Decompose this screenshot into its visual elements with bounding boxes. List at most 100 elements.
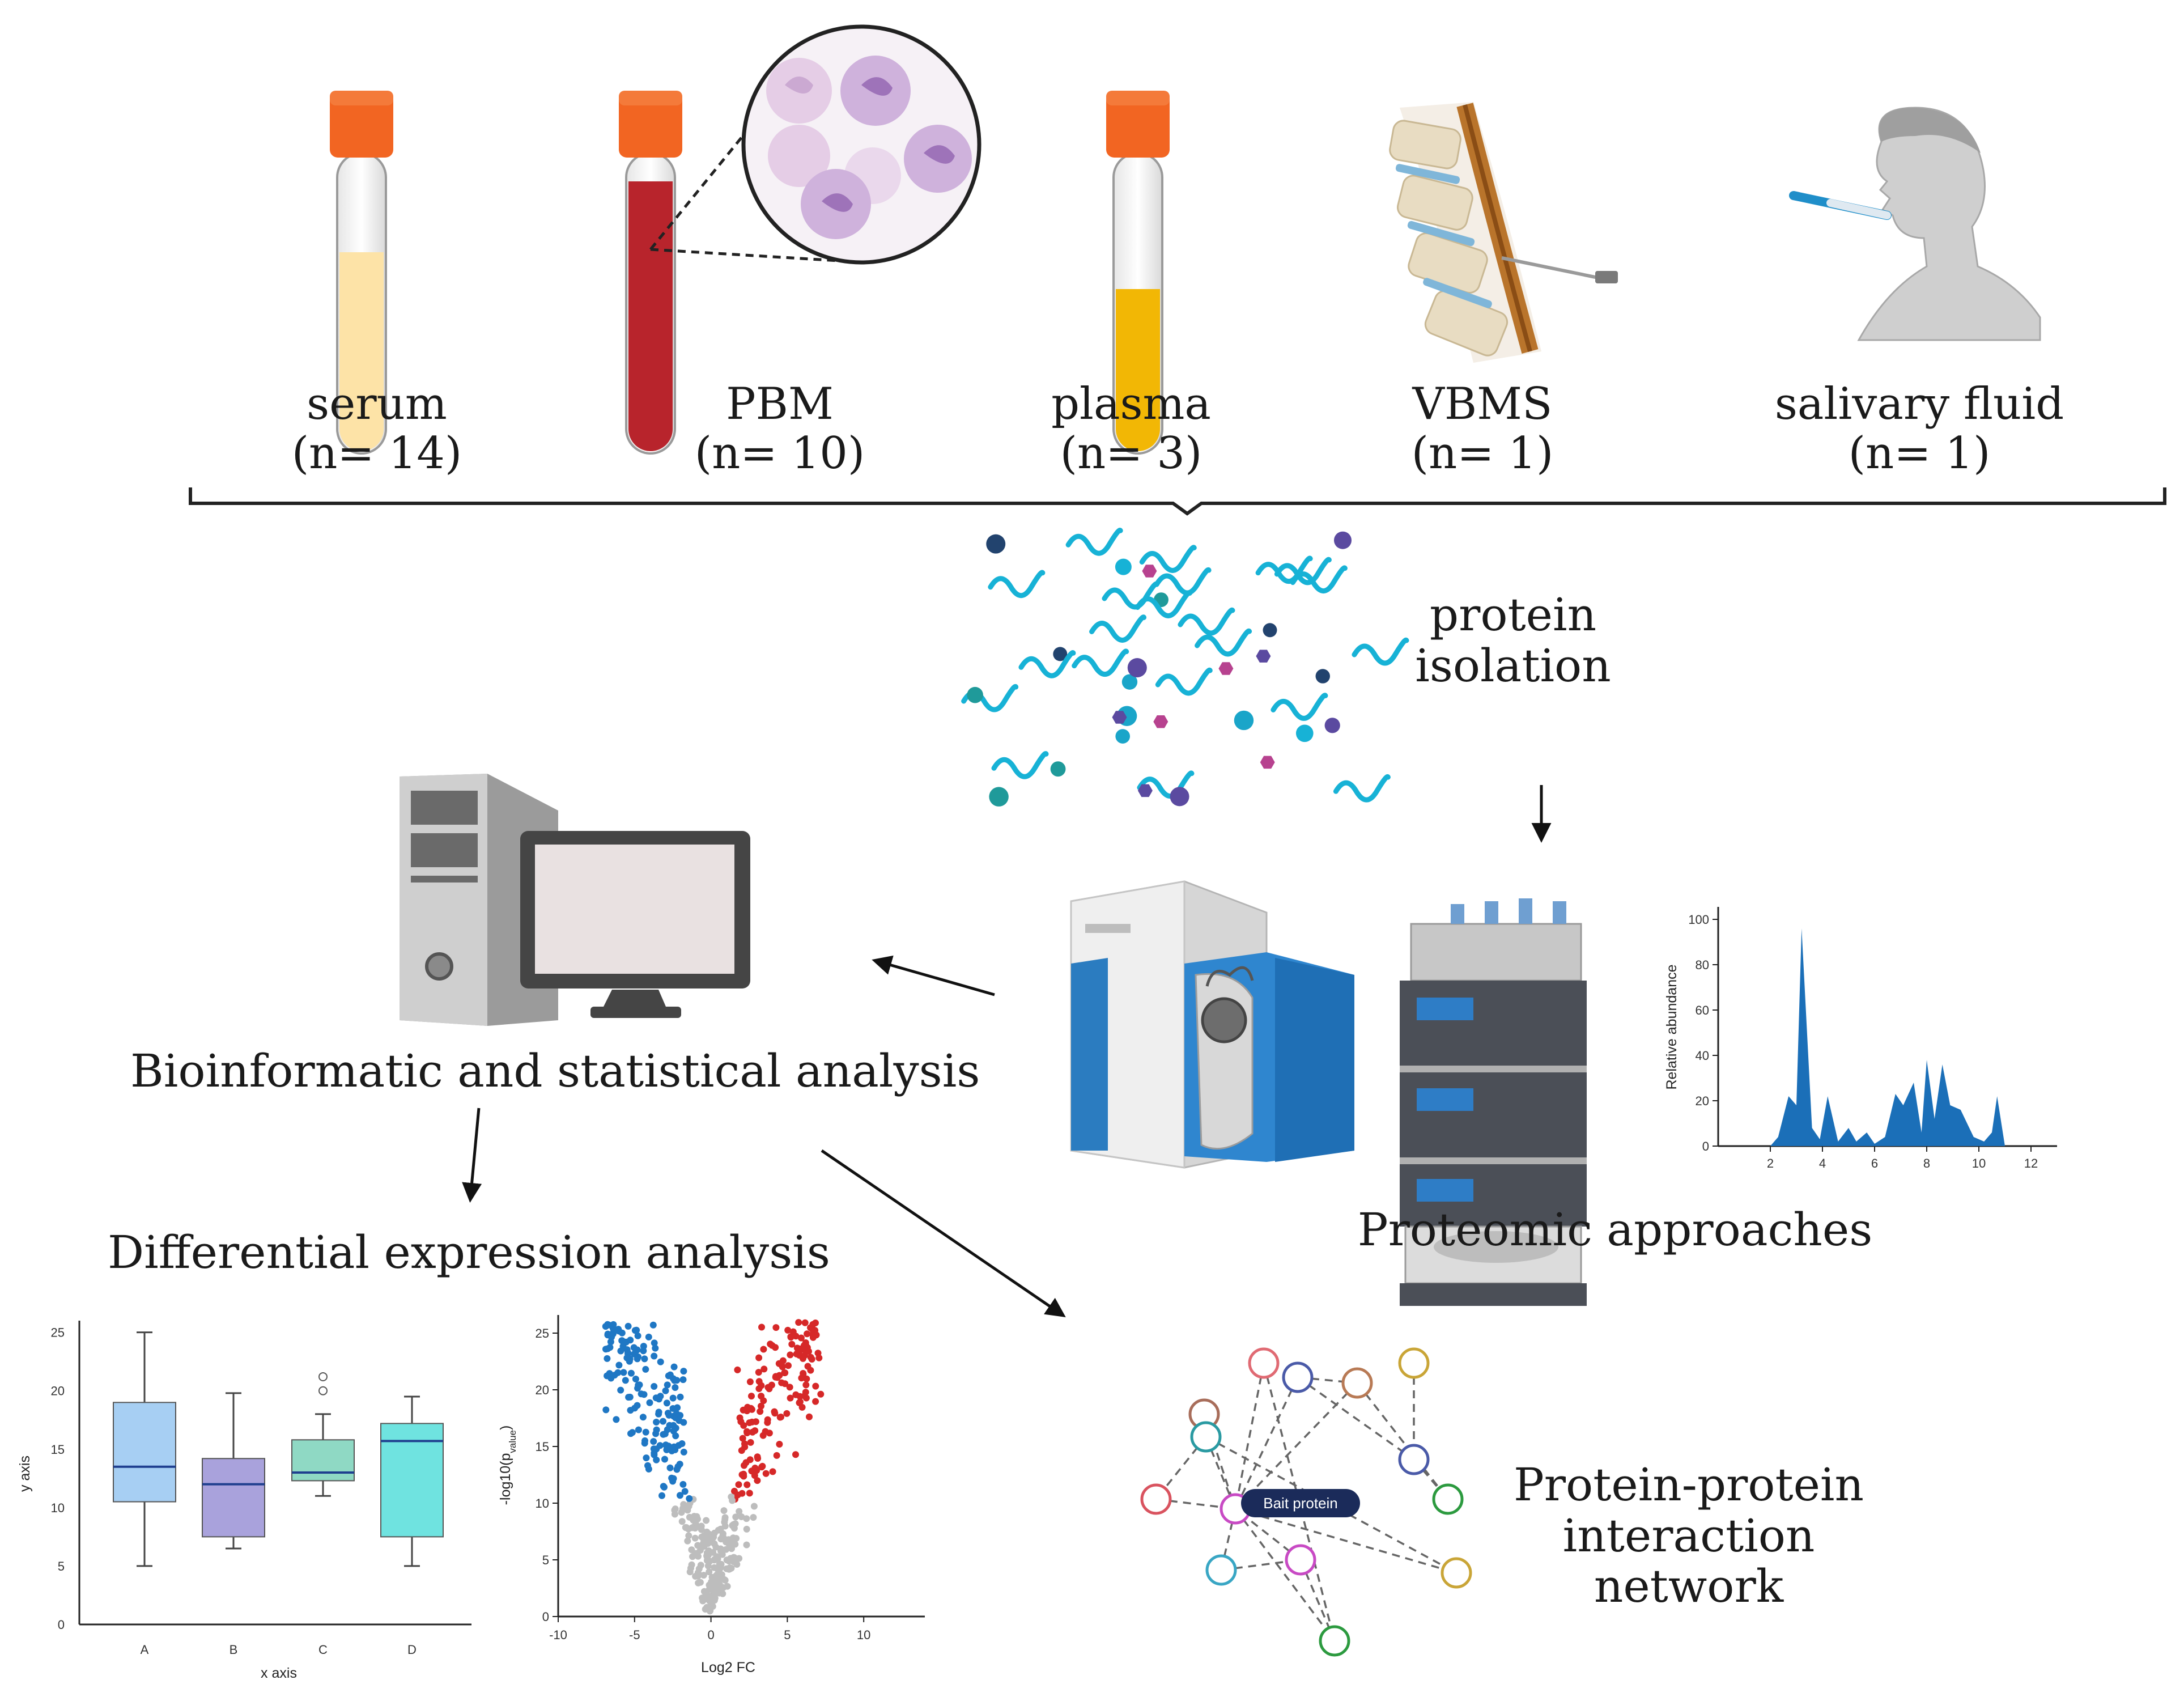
volcano-point (604, 1372, 611, 1380)
volcano-point (747, 1439, 754, 1446)
volcano-point (684, 1537, 691, 1545)
protein-globule-icon (1115, 558, 1132, 575)
saliva-collection-head-icon (1789, 107, 2041, 341)
volcano-point (689, 1553, 696, 1560)
step-text: Protein-protein (1513, 1458, 1864, 1511)
ppi-edge (1235, 1508, 1457, 1574)
volcano-point (706, 1534, 713, 1541)
volcano-point (718, 1571, 725, 1579)
source-salivary-fluid: salivary fluid (n= 1) (1761, 379, 2078, 479)
ppi-node (1285, 1544, 1316, 1576)
ppi-edge (1356, 1382, 1449, 1500)
volcano-point (788, 1340, 796, 1348)
volcano-point (686, 1495, 693, 1502)
protein-globule-icon (1333, 531, 1352, 549)
protein-complex-icon (1260, 756, 1275, 769)
volcano-point (645, 1465, 652, 1473)
volcano-point (635, 1381, 642, 1389)
volcano-point (751, 1427, 759, 1435)
box-outlier (318, 1386, 328, 1395)
source-count: (n= 10) (694, 428, 865, 480)
volcano-point (739, 1435, 746, 1442)
volcano-point (760, 1365, 768, 1373)
volcano-point (662, 1387, 669, 1394)
volcano-point (651, 1339, 658, 1347)
ppi-node (1205, 1554, 1237, 1586)
volcano-point (762, 1470, 770, 1477)
volcano-point (724, 1583, 731, 1590)
volcano-point (698, 1533, 706, 1541)
protein-globule-icon (986, 534, 1006, 554)
protein-globule-icon (989, 787, 1009, 807)
protein-globule-icon (1234, 710, 1254, 731)
volcano-point (602, 1406, 610, 1414)
volcano-point (750, 1503, 758, 1510)
volcano-y-tick-label: 10 (536, 1496, 549, 1511)
volcano-point (609, 1325, 617, 1332)
volcano-point (700, 1588, 708, 1595)
volcano-point (679, 1480, 687, 1488)
box-y-label: y axis (17, 1456, 33, 1492)
ppi-edge (1234, 1377, 1299, 1509)
step-ppi-network: Protein-protein interaction network (1473, 1460, 1904, 1612)
chrom-y-tick-label: 80 (1696, 958, 1709, 972)
volcano-point (653, 1426, 660, 1433)
volcano-point (738, 1447, 745, 1454)
volcano-point (634, 1355, 641, 1363)
volcano-point (778, 1361, 785, 1369)
volcano-point (743, 1525, 750, 1533)
step-proteomic-approaches: Proteomic approaches (1357, 1203, 1873, 1256)
volcano-point (611, 1372, 618, 1379)
volcano-point (734, 1366, 741, 1373)
volcano-point (716, 1581, 723, 1588)
volcano-point (617, 1386, 624, 1394)
volcano-point (767, 1340, 774, 1348)
volcano-point (781, 1369, 789, 1376)
volcano-point (669, 1405, 677, 1412)
volcano-point (698, 1526, 705, 1533)
volcano-point (643, 1454, 650, 1462)
protein-globule-icon (1324, 718, 1340, 733)
protein-globule-icon (1295, 724, 1314, 743)
volcano-point (769, 1468, 776, 1475)
volcano-point (661, 1483, 668, 1491)
protein-complex-icon (1142, 565, 1157, 578)
volcano-point (653, 1445, 660, 1453)
protein-chain-icon (991, 751, 1049, 779)
volcano-point (741, 1462, 747, 1469)
box-y-tick-label: 0 (58, 1618, 65, 1632)
bait-protein-node (1241, 1489, 1360, 1517)
volcano-point (801, 1319, 809, 1326)
protein-globule-icon (1263, 623, 1277, 638)
volcano-point (727, 1543, 734, 1551)
volcano-point (776, 1441, 783, 1448)
volcano-y-label: -log10(pvalue) (498, 1426, 518, 1505)
volcano-point (607, 1331, 615, 1338)
volcano-point (632, 1376, 639, 1382)
volcano-point (628, 1429, 636, 1436)
volcano-point (641, 1437, 648, 1444)
volcano-point (711, 1529, 718, 1537)
volcano-point (673, 1377, 681, 1384)
step-text: protein (1429, 588, 1597, 641)
protein-chain-icon (1018, 650, 1076, 678)
volcano-point (804, 1330, 811, 1338)
volcano-point (618, 1329, 626, 1337)
volcano-point (652, 1344, 659, 1352)
volcano-point (760, 1397, 767, 1405)
protein-chain-icon (1139, 545, 1197, 573)
volcano-point (618, 1337, 626, 1344)
protein-globule-icon (1121, 674, 1138, 690)
box-body (202, 1458, 265, 1538)
volcano-point (754, 1477, 761, 1484)
volcano-point (642, 1365, 649, 1373)
volcano-point (640, 1391, 648, 1398)
volcano-point (672, 1424, 679, 1432)
chromatogram-y-label: Relative abundance (1664, 965, 1680, 1090)
volcano-point (617, 1347, 624, 1355)
volcano-point (760, 1346, 767, 1353)
protein-molecules-icon (961, 528, 1409, 807)
volcano-point (786, 1384, 793, 1391)
volcano-point (675, 1417, 683, 1424)
volcano-point (681, 1488, 689, 1495)
